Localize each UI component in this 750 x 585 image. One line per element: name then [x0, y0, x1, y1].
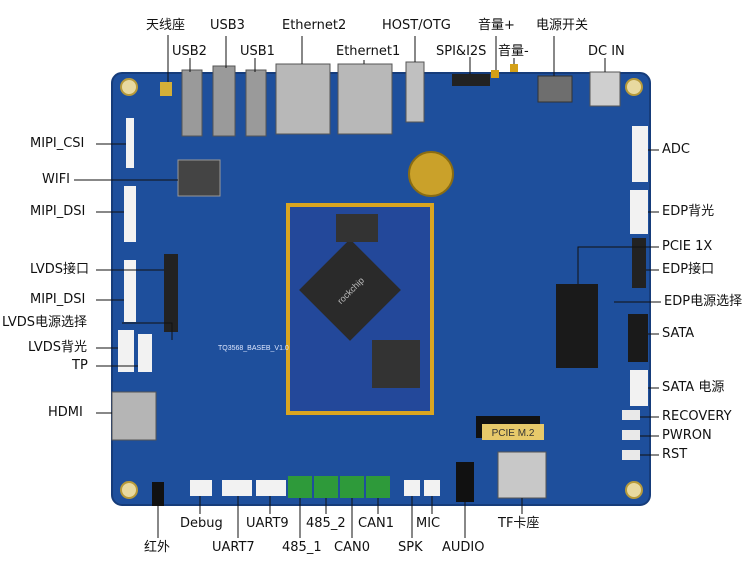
power-switch [537, 75, 573, 103]
label-dc-in: DC IN [588, 44, 625, 59]
mounting-holes [120, 78, 643, 499]
pcie-m2-text: PCIE M.2 [492, 428, 535, 439]
pcie-m2-label-box [482, 424, 544, 440]
dc-in-jack [589, 71, 621, 107]
tf-card-slot [497, 451, 547, 499]
label-sata-power: SATA 电源 [662, 380, 725, 395]
label-ethernet1: Ethernet1 [336, 44, 401, 59]
hdmi-port [111, 391, 157, 441]
label-lvds-backlight: LVDS背光 [28, 340, 87, 355]
usb3-port [212, 65, 236, 137]
adc-connector [632, 126, 648, 182]
label-lvds-power-select: LVDS电源选择 [2, 315, 87, 330]
label-mipi-csi: MIPI_CSI [30, 136, 85, 151]
label-adc: ADC [662, 142, 690, 157]
mipi-dsi-connector-2 [124, 260, 136, 322]
mipi-csi-connector [126, 118, 134, 168]
pwron-button [622, 430, 640, 440]
audio-jack [456, 462, 474, 502]
host-otg-port [405, 61, 425, 123]
mipi-dsi-connector-1 [124, 186, 136, 242]
label-host-otg: HOST/OTG [382, 18, 451, 33]
leader-lines [74, 35, 661, 538]
edp-backlight-connector [630, 190, 648, 234]
debug-connector [190, 480, 212, 496]
label-infrared: 红外 [144, 540, 171, 555]
lvds-backlight-connector [118, 330, 134, 372]
label-recovery: RECOVERY [662, 409, 732, 424]
label-wifi: WIFI [42, 172, 70, 187]
label-485-2: 485_2 [306, 516, 346, 531]
usb1-port [245, 69, 267, 137]
vol-up-button [491, 70, 499, 78]
lvds-connector [164, 254, 178, 332]
wifi-module [177, 159, 221, 197]
mic-connector [424, 480, 440, 496]
ethernet2-port [275, 63, 331, 135]
pcie-1x-slot [556, 284, 598, 368]
spi-i2s-header [452, 74, 490, 86]
uart9-connector [256, 480, 286, 496]
som-pmic-chip [372, 340, 420, 388]
label-spk: SPK [398, 540, 423, 555]
soc-chip [299, 239, 401, 341]
infrared-receiver [152, 482, 164, 506]
edp-connector [632, 238, 646, 288]
can0-terminal [340, 476, 364, 498]
label-can0: CAN0 [334, 540, 370, 555]
label-pwron: PWRON [662, 428, 712, 443]
rst-button [622, 450, 640, 460]
label-audio: AUDIO [442, 540, 485, 555]
board-silkscreen: TQ3568_BASEB_V1.0 [218, 345, 289, 352]
label-edp-power-select: EDP电源选择 [664, 294, 743, 309]
vol-down-button [510, 64, 518, 72]
label-edp-port: EDP接口 [662, 262, 715, 277]
recovery-button [622, 410, 640, 420]
label-tp: TP [72, 358, 88, 373]
label-uart7: UART7 [212, 540, 255, 555]
label-usb3: USB3 [210, 18, 245, 33]
label-mipi-dsi-1: MIPI_DSI [30, 204, 86, 219]
label-hdmi: HDMI [48, 405, 83, 420]
label-ethernet2: Ethernet2 [282, 18, 347, 33]
label-pcie-1x: PCIE 1X [662, 239, 713, 254]
som-memory-chip [336, 214, 378, 242]
label-mipi-dsi-2: MIPI_DSI [30, 292, 86, 307]
sata-connector [628, 314, 648, 362]
usb2-port [181, 69, 203, 137]
rs485-1-terminal [288, 476, 312, 498]
label-uart9: UART9 [246, 516, 289, 531]
label-lvds-port: LVDS接口 [30, 262, 89, 277]
uart7-connector [222, 480, 252, 496]
tp-connector [138, 334, 152, 372]
label-vol-up: 音量+ [478, 18, 515, 33]
label-mic: MIC [416, 516, 441, 531]
ethernet1-port [337, 63, 393, 135]
label-vol-down: 音量- [498, 44, 529, 59]
label-spi-i2s: SPI&I2S [436, 44, 487, 59]
label-485-1: 485_1 [282, 540, 322, 555]
can1-terminal [366, 476, 390, 498]
label-power-switch: 电源开关 [536, 18, 589, 33]
label-usb1: USB1 [240, 44, 275, 59]
label-can1: CAN1 [358, 516, 394, 531]
label-antenna: 天线座 [146, 18, 186, 33]
spk-connector [404, 480, 420, 496]
label-rst: RST [662, 447, 688, 462]
label-edp-backlight: EDP背光 [662, 204, 715, 219]
rtc-battery [408, 151, 454, 197]
label-tf-card: TF卡座 [498, 516, 540, 531]
rs485-2-terminal [314, 476, 338, 498]
antenna-connector [160, 82, 172, 96]
label-debug: Debug [180, 516, 223, 531]
label-sata: SATA [662, 326, 695, 341]
label-usb2: USB2 [172, 44, 207, 59]
sata-power-connector [630, 370, 648, 406]
